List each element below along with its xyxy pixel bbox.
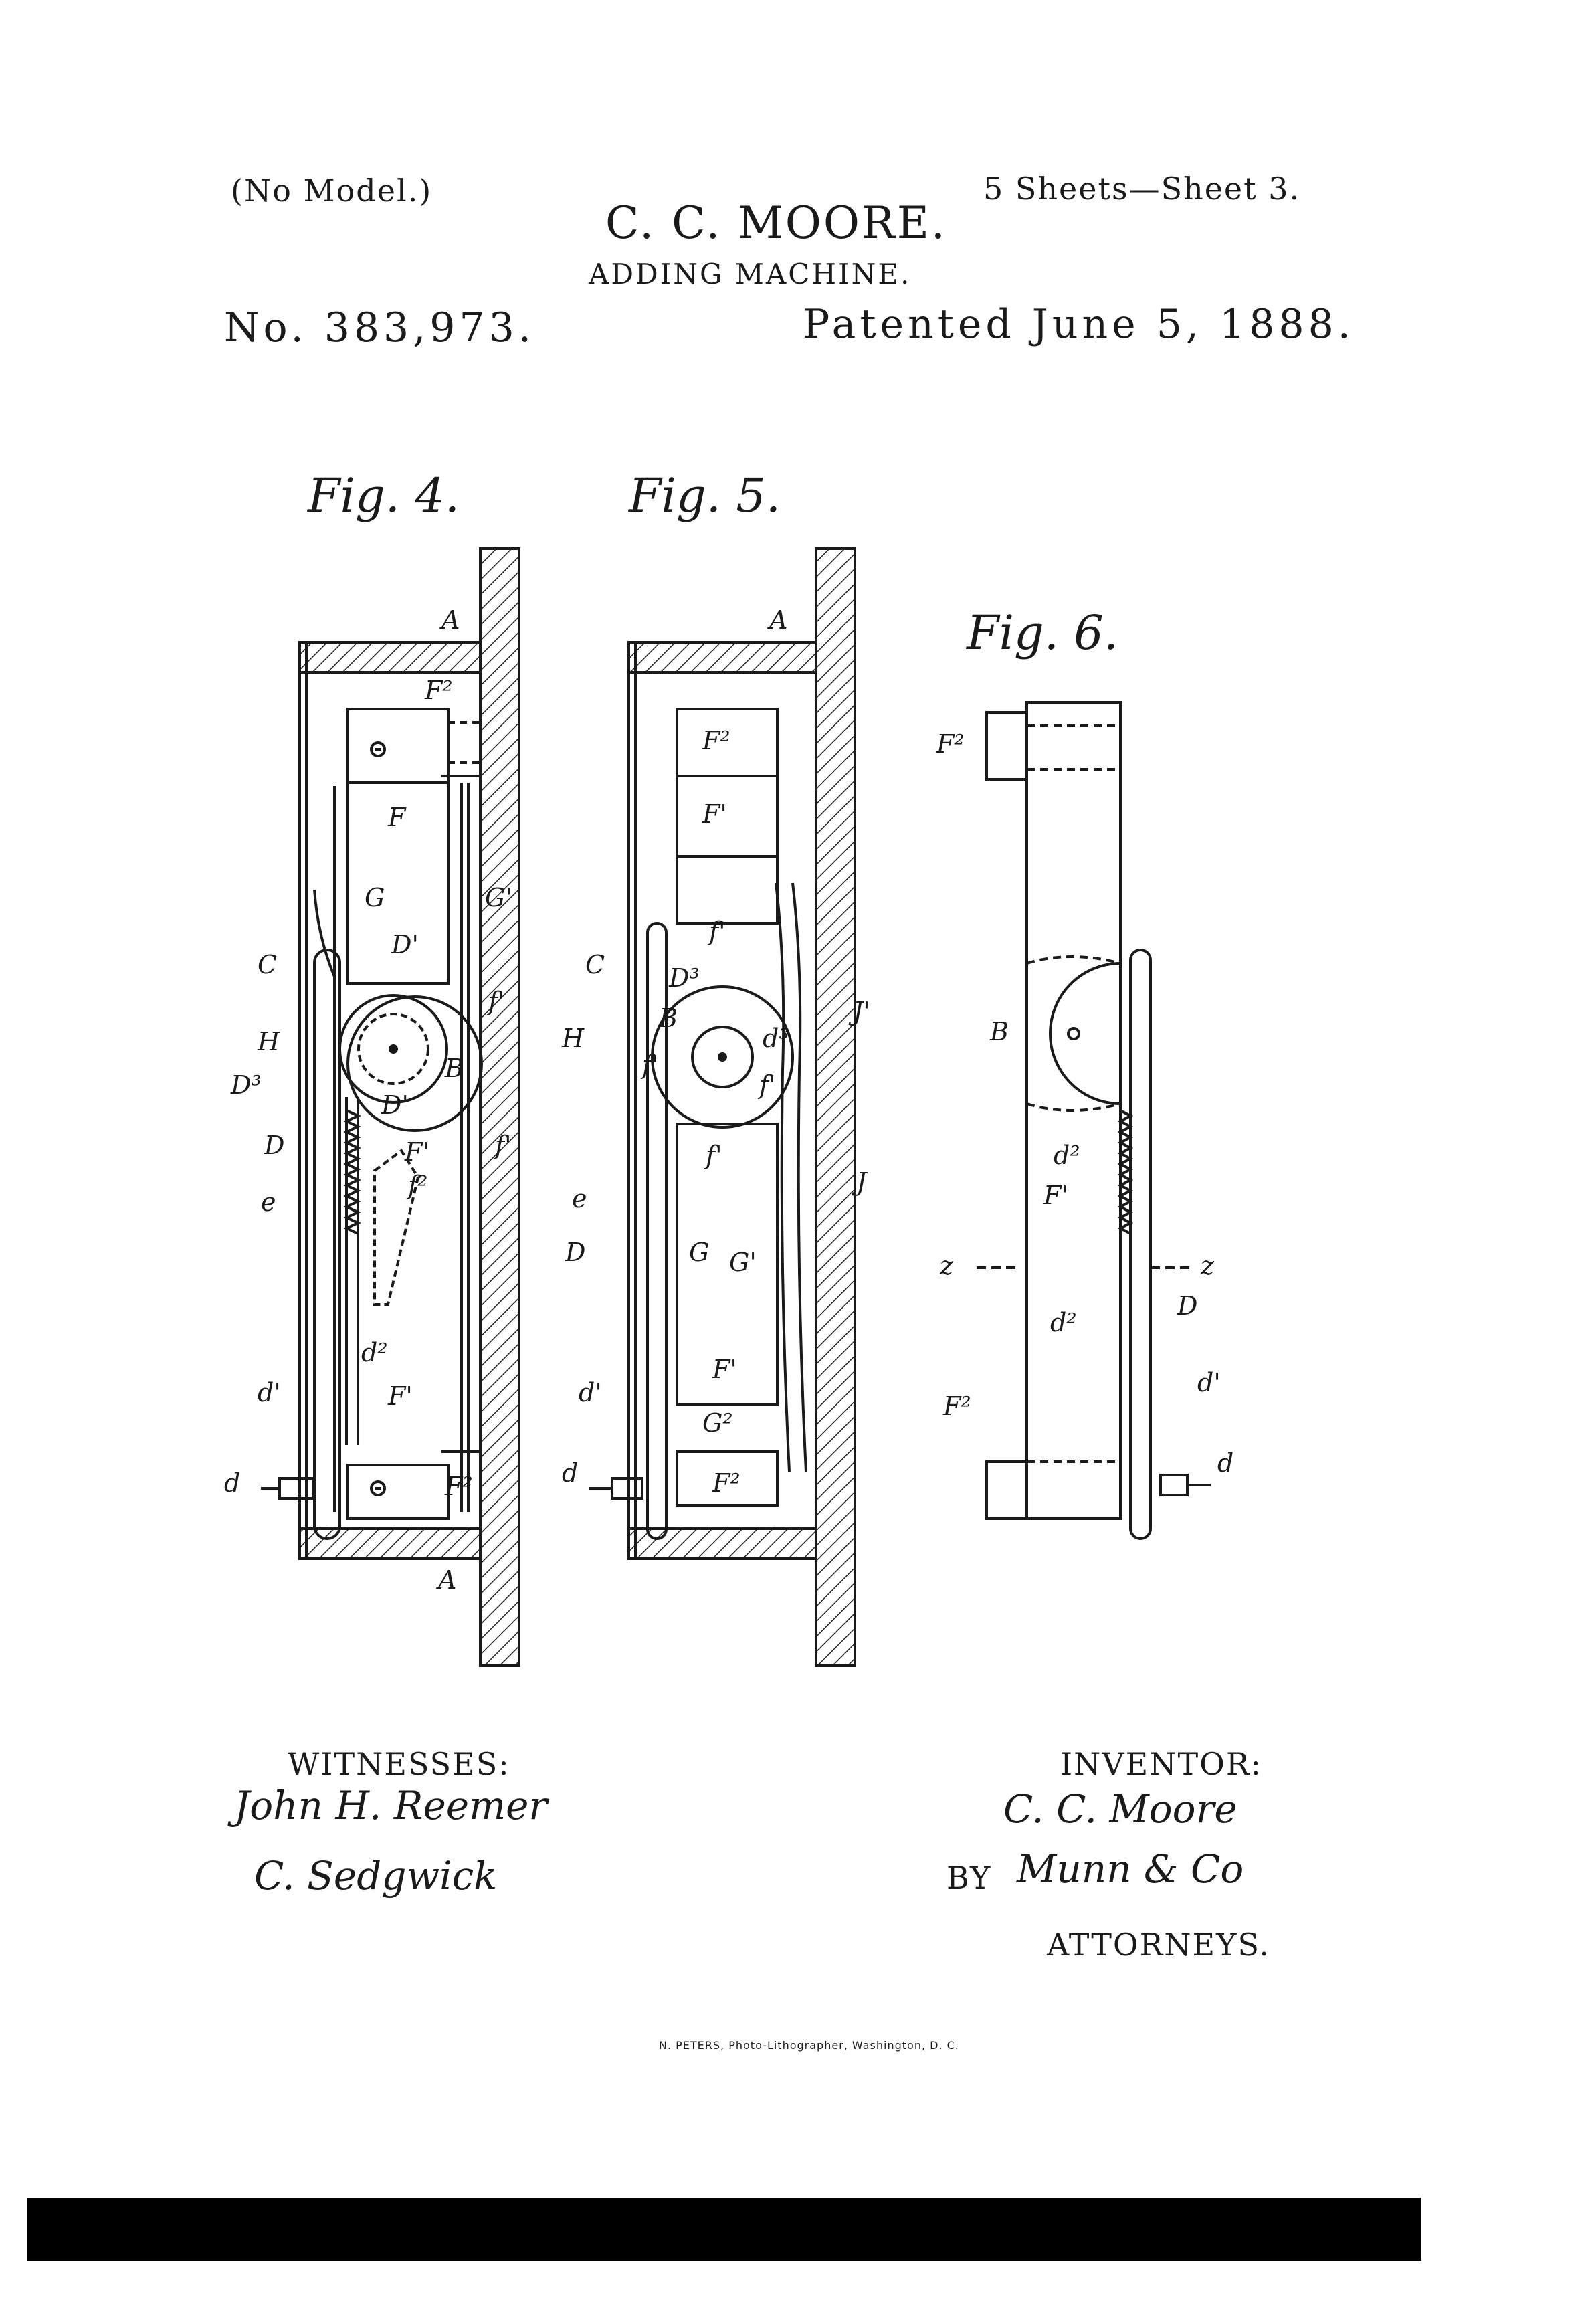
lithographer-credit: N. PETERS, Photo-Lithographer, Washingto… xyxy=(659,2039,959,2052)
fig5-part-label: d xyxy=(562,1458,579,1488)
fig4-label: Fig. 4. xyxy=(308,468,460,523)
fig6-part-label: F² xyxy=(943,1391,971,1421)
fig5-part-label: f' xyxy=(642,1050,659,1080)
attorney-signature: Munn & Co xyxy=(1017,1846,1244,1892)
patent-title: ADDING MACHINE. xyxy=(589,258,912,290)
fig4-part-label: F² xyxy=(425,676,453,705)
by-label: BY xyxy=(947,1860,992,1896)
patented-date: Patented June 5, 1888. xyxy=(803,301,1355,348)
fig4-part-label: D' xyxy=(381,1090,409,1120)
model-note: (No Model.) xyxy=(231,173,433,209)
fig4-part-label: D³ xyxy=(231,1070,262,1100)
fig6-part-label: F² xyxy=(936,729,965,759)
inventor-signature: C. C. Moore xyxy=(1003,1786,1237,1832)
fig6-part-label: F' xyxy=(1043,1181,1068,1210)
witness-signature: C. Sedgwick xyxy=(254,1853,498,1899)
fig6-part-label: d' xyxy=(1197,1368,1221,1397)
fig4-part-label: D xyxy=(264,1131,285,1160)
witnesses-label: WITNESSES: xyxy=(288,1746,510,1782)
fig4-part-label: H xyxy=(258,1027,280,1056)
patent-number: No. 383,973. xyxy=(224,304,535,351)
fig4-part-label: f' xyxy=(495,1131,512,1160)
fig4-part-label: D' xyxy=(391,930,419,959)
sheets-count: 5 Sheets—Sheet 3. xyxy=(983,171,1301,207)
attorneys-label: ATTORNEYS. xyxy=(1047,1927,1270,1963)
fig5-part-label: G² xyxy=(702,1408,733,1438)
fig4-part-label: d xyxy=(224,1468,241,1498)
fig4-part-label: f' xyxy=(488,987,505,1016)
fig4-part-label: f² xyxy=(408,1171,428,1200)
fig5-part-label: F² xyxy=(712,1468,740,1498)
fig4-part-label: e xyxy=(261,1187,276,1217)
fig4-part-label: d² xyxy=(361,1338,388,1367)
witness-signature: John H. Reemer xyxy=(234,1783,548,1828)
fig4-part-label: F² xyxy=(445,1472,473,1501)
inventor-label: INVENTOR: xyxy=(1060,1746,1262,1782)
fig4-part-label: A xyxy=(441,605,460,635)
fig6-part-label: z xyxy=(940,1251,954,1280)
fig6-part-label: D xyxy=(1177,1291,1198,1321)
fig5-part-label: A xyxy=(769,605,788,635)
fig4-part-label: G' xyxy=(485,883,512,912)
inventor-name-header: C. C. MOORE. xyxy=(605,197,947,249)
fig5-part-label: G' xyxy=(729,1248,757,1277)
fig5-part-label: C xyxy=(585,950,605,979)
fig5-part-label: e xyxy=(572,1184,587,1214)
fig5-part-label: H xyxy=(562,1024,585,1053)
fig5-part-label: f' xyxy=(706,1141,722,1170)
fig4-part-label: A xyxy=(438,1565,457,1595)
fig4-part-label: d' xyxy=(258,1378,281,1408)
fig5-part-label: J' xyxy=(853,997,870,1026)
fig5-part-label: D xyxy=(565,1238,586,1267)
fig5-part-label: J xyxy=(856,1167,867,1197)
fig5-part-label: G xyxy=(689,1238,710,1267)
fig5-part-label: D³ xyxy=(669,963,700,993)
fig4-part-label: F' xyxy=(405,1137,429,1167)
fig4-part-label: G xyxy=(365,883,385,912)
fig5-part-label: d³ xyxy=(763,1024,789,1053)
fig5-part-label: f' xyxy=(759,1070,776,1100)
fig6-part-label: d² xyxy=(1050,1308,1077,1337)
fig4-drawing xyxy=(261,547,520,1667)
fig5-part-label: F' xyxy=(702,799,727,829)
fig6-part-label: d xyxy=(1217,1448,1234,1478)
fig5-part-label: F² xyxy=(702,726,730,755)
scan-border-bar xyxy=(27,2198,1421,2261)
fig5-part-label: f' xyxy=(709,916,726,946)
fig4-part-label: F' xyxy=(388,1381,413,1411)
fig4-part-label: C xyxy=(258,950,278,979)
fig6-part-label: d² xyxy=(1054,1141,1080,1170)
fig5-part-label: d' xyxy=(579,1378,602,1408)
fig5-part-label: F' xyxy=(712,1355,737,1384)
fig4-part-label: B xyxy=(445,1054,464,1083)
fig5-drawing xyxy=(589,547,856,1667)
fig5-label: Fig. 5. xyxy=(629,468,781,523)
fig6-drawing xyxy=(977,701,1211,1540)
fig4-part-label: F xyxy=(388,803,406,832)
fig5-part-label: B xyxy=(659,1003,678,1033)
fig6-part-label: z xyxy=(1201,1251,1215,1280)
fig6-part-label: B xyxy=(990,1017,1009,1046)
fig6-label: Fig. 6. xyxy=(967,605,1119,660)
